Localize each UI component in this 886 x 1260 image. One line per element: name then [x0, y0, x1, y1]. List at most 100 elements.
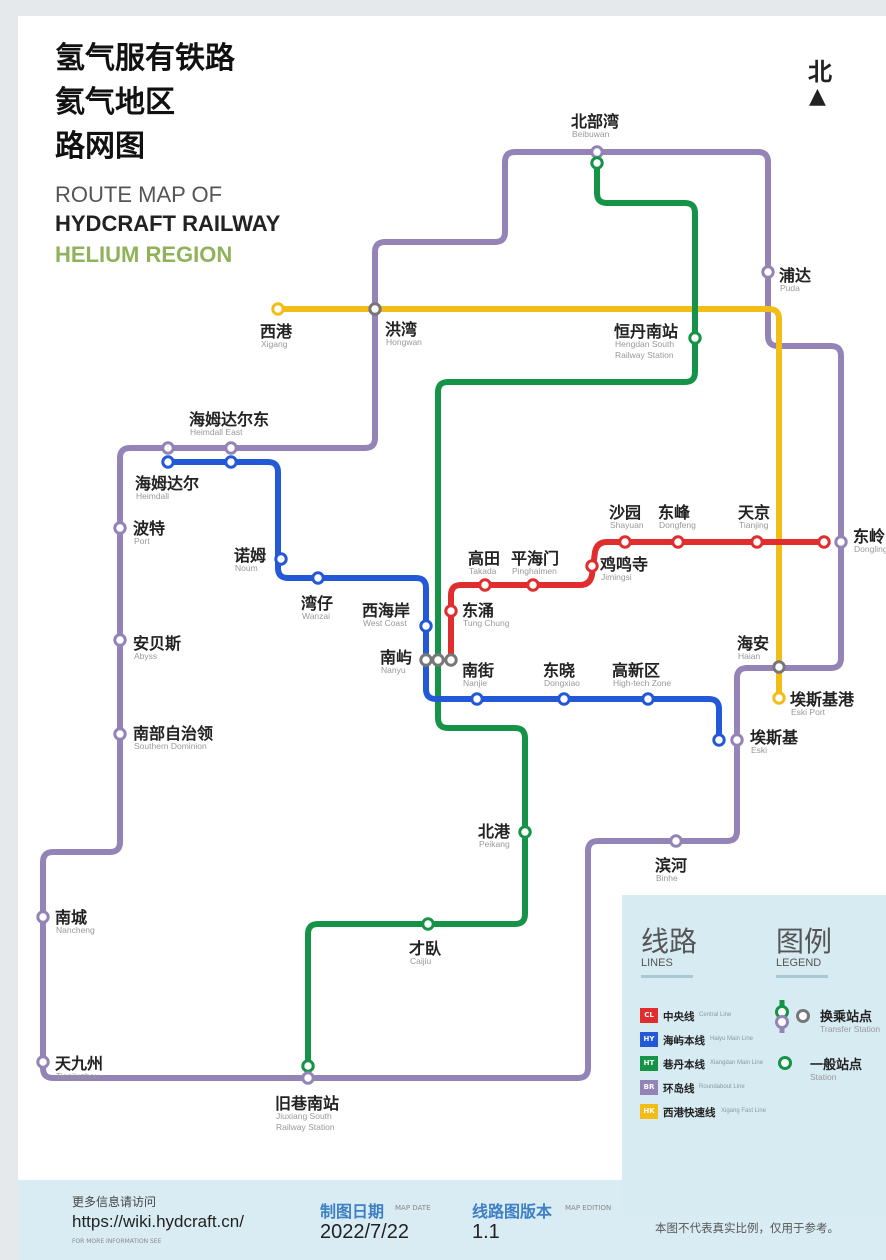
- station-marker-southern-dominion[interactable]: [113, 727, 127, 741]
- station-marker-tung-chung[interactable]: [444, 604, 458, 618]
- roundabout-line: [40, 149, 844, 1081]
- station-label-nanyu: 南屿: [380, 648, 413, 667]
- station-marker-jimingsi[interactable]: [585, 559, 599, 573]
- station-marker-hightech[interactable]: [557, 692, 571, 706]
- legend-line-name-en-cl: Central Line: [699, 1012, 732, 1018]
- legend-line-name-br: 环岛线: [663, 1083, 695, 1095]
- station-marker-jiuxiang[interactable]: [301, 1071, 315, 1085]
- station-label-en-puda: Puda: [780, 283, 800, 293]
- legend-transfer-glyph: [775, 1000, 810, 1033]
- station-marker-peikang[interactable]: [518, 825, 532, 839]
- legend-line-name-ht: 巷丹本线: [663, 1059, 705, 1071]
- station-marker-abyss[interactable]: [113, 633, 127, 647]
- station-marker-nancheng[interactable]: [36, 910, 50, 924]
- station-marker-xigang[interactable]: [271, 302, 285, 316]
- station-marker-takada[interactable]: [478, 578, 492, 592]
- station-marker-tianjiuzhou[interactable]: [36, 1055, 50, 1069]
- station-label-en-tianjing: Tianjing: [739, 520, 769, 530]
- station-label-eski-port: 埃斯基港: [790, 690, 855, 709]
- legend-line-name-en-hy: Haiyu Main Line: [710, 1036, 754, 1042]
- station-label-jimingsi: 鸡鸣寺: [600, 555, 649, 574]
- station-label-caijiu: 才臥: [409, 939, 442, 958]
- station-label-en-tung-chung: Tung Chung: [463, 618, 510, 628]
- station-marker-pinghaimen[interactable]: [526, 578, 540, 592]
- station-marker-eski[interactable]: [730, 733, 744, 747]
- station-marker-jiuxiang[interactable]: [301, 1059, 315, 1073]
- station-label-en-pinghaimen: Pinghaimen: [512, 566, 557, 576]
- title-en-line3: HELIUM REGION: [55, 242, 233, 267]
- station-label-en-jiuxiang: Jiuxiang South: [276, 1111, 332, 1121]
- station-label-dongxiao: 东晓: [543, 661, 576, 680]
- legend-line-badge-br: BR: [640, 1080, 658, 1095]
- station-marker-noum[interactable]: [274, 552, 288, 566]
- station-marker-beibuwan[interactable]: [590, 145, 604, 159]
- footer-date-label-en: MAP DATE: [395, 1204, 431, 1212]
- footer-edition-label-en: MAP EDITION: [565, 1204, 612, 1212]
- legend-line-name-en-hk: Xigang Fast Line: [721, 1108, 767, 1114]
- station-label-wanzai: 湾仔: [301, 594, 334, 613]
- station-marker-eski-port[interactable]: [772, 691, 786, 705]
- station-marker-heimdall[interactable]: [161, 455, 175, 469]
- station-marker-dongfeng[interactable]: [671, 535, 685, 549]
- footer-date: 2022/7/22: [320, 1221, 409, 1243]
- station-marker-west-coast[interactable]: [419, 619, 433, 633]
- legend-station-label: 一般站点: [810, 1058, 863, 1073]
- footer-date-label: 制图日期: [320, 1202, 385, 1221]
- station-label-en-abyss: Abyss: [134, 651, 158, 661]
- station-marker-nanjie[interactable]: [444, 653, 458, 667]
- station-label-southern-dominion: 南部自治领: [133, 724, 214, 743]
- station-label-en-peikang: Peikang: [479, 839, 510, 849]
- station-marker-heimdall-east[interactable]: [224, 455, 238, 469]
- station-marker-wanzai[interactable]: [311, 571, 325, 585]
- station-label-heimdall: 海姆达尔: [135, 474, 200, 493]
- station-marker-tianjing[interactable]: [750, 535, 764, 549]
- station-marker-hightech[interactable]: [641, 692, 655, 706]
- station-marker-nanyu[interactable]: [419, 653, 433, 667]
- station-marker-dongling[interactable]: [817, 535, 831, 549]
- station-marker-binhe[interactable]: [669, 834, 683, 848]
- station-marker-dongling[interactable]: [834, 535, 848, 549]
- station-marker-hongwan[interactable]: [368, 302, 382, 316]
- station-label-nancheng: 南城: [55, 908, 88, 927]
- north-label: 北: [808, 58, 832, 86]
- station-label-peikang: 北港: [478, 822, 511, 841]
- legend-line-name-hk: 西港快速线: [663, 1107, 716, 1119]
- station-marker-puda[interactable]: [761, 265, 775, 279]
- station-label-en-nancheng: Nancheng: [56, 925, 95, 935]
- station-marker-eski[interactable]: [712, 733, 726, 747]
- station-marker-hengdan[interactable]: [688, 331, 702, 345]
- footer-url-link[interactable]: https://wiki.hydcraft.cn/: [72, 1212, 244, 1231]
- legend-line-name-hy: 海屿本线: [663, 1035, 705, 1047]
- station-label-noum: 诺姆: [234, 546, 267, 565]
- title-zh-line3: 路网图: [55, 129, 145, 164]
- station-marker-nanyu[interactable]: [431, 653, 445, 667]
- legend-transfer-label: 换乘站点: [820, 1010, 873, 1025]
- station-label-en-dongfeng: Dongfeng: [659, 520, 696, 530]
- station-label-en-wanzai: Wanzai: [302, 611, 331, 621]
- station-marker-haian[interactable]: [772, 660, 786, 674]
- station-marker-heimdall-east[interactable]: [224, 441, 238, 455]
- station-marker-shayuan[interactable]: [618, 535, 632, 549]
- station-label-en-southern-dominion: Southern Dominion: [134, 741, 207, 751]
- station-label-en-binhe: Binhe: [656, 873, 678, 883]
- station-label-en-hightech: High-tech Zone: [613, 678, 672, 688]
- station-label-hightech: 高新区: [612, 661, 661, 680]
- station-label-en-xigang: Xigang: [261, 339, 288, 349]
- station-label-en-beibuwan: Beibuwan: [572, 129, 610, 139]
- station-marker-beibuwan[interactable]: [590, 156, 604, 170]
- station-label-binhe: 滨河: [655, 856, 688, 875]
- station-label-en-noum: Noum: [235, 563, 258, 573]
- legend-lines-title: 线路: [641, 925, 698, 958]
- xiangdan-line: [305, 160, 698, 1069]
- legend-line-name-cl: 中央线: [663, 1011, 695, 1023]
- station-marker-dongxiao[interactable]: [470, 692, 484, 706]
- station-marker-heimdall[interactable]: [161, 441, 175, 455]
- legend-title: 图例: [776, 925, 833, 958]
- station-label-puda: 浦达: [779, 266, 812, 285]
- legend-subtitle: LEGEND: [776, 957, 822, 969]
- station-marker-caijiu[interactable]: [421, 917, 435, 931]
- station-marker-port[interactable]: [113, 521, 127, 535]
- station-label-dongling: 东岭: [853, 527, 886, 546]
- legend-line-badge-cl: CL: [640, 1008, 658, 1023]
